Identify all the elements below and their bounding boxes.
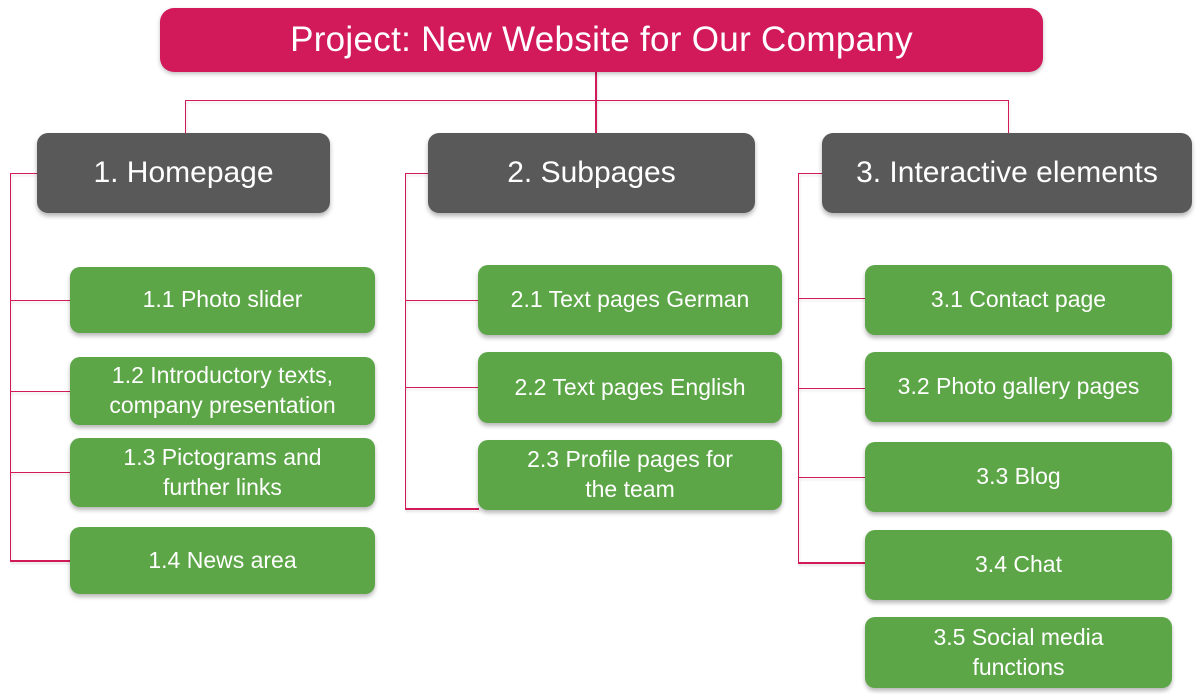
node-3-3-blog: 3.3 Blog [865, 442, 1172, 512]
node-label: 3.4 Chat [975, 551, 1062, 578]
connector-stub-2-1 [404, 299, 479, 302]
connector-stub-3-4 [797, 562, 866, 564]
node-label: 2.2 Text pages English [514, 373, 746, 400]
column-header-interactive-elements-label: 3. Interactive elements [856, 156, 1158, 189]
node-label: 3.1 Contact page [930, 286, 1107, 313]
node-label: 1.2 Introductory texts, company presenta… [109, 362, 336, 418]
connector-rail-3 [797, 172, 800, 564]
node-3-5-social-media-functions: 3.5 Social media functions [865, 617, 1172, 688]
column-header-homepage-label: 1. Homepage [93, 156, 274, 189]
node-label: 3.5 Social media functions [933, 623, 1104, 680]
connector-banner-drop [595, 72, 597, 133]
node-label: 1.4 News area [148, 546, 297, 573]
node-1-4-news-area: 1.4 News area [70, 527, 375, 594]
connector-drop-column-3 [1007, 99, 1010, 134]
connector-stub-1-1 [9, 299, 71, 302]
connector-header-stub-2 [404, 172, 429, 175]
connector-stub-3-3 [797, 476, 866, 479]
project-title-banner: Project: New Website for Our Company [160, 8, 1043, 72]
project-title-rest: : New Website for Our Company [401, 20, 913, 59]
node-2-3-profile-pages: 2.3 Profile pages for the team [478, 440, 782, 510]
connector-top-horizontal [184, 99, 1009, 102]
node-3-2-photo-gallery-pages: 3.2 Photo gallery pages [865, 352, 1172, 422]
connector-stub-1-2 [9, 390, 71, 393]
column-header-interactive-elements: 3. Interactive elements [822, 133, 1192, 213]
connector-header-stub-3 [797, 172, 823, 175]
node-1-2-introductory-texts: 1.2 Introductory texts, company presenta… [70, 357, 375, 425]
connector-drop-column-1 [184, 99, 187, 134]
connector-stub-1-4 [9, 560, 71, 562]
connector-stub-3-1 [797, 297, 866, 300]
node-3-1-contact-page: 3.1 Contact page [865, 265, 1172, 335]
project-title-underlined: Project [290, 20, 402, 59]
node-2-2-text-pages-english: 2.2 Text pages English [478, 352, 782, 423]
node-1-1-photo-slider: 1.1 Photo slider [70, 267, 375, 333]
column-header-subpages: 2. Subpages [428, 133, 755, 213]
node-2-1-text-pages-german: 2.1 Text pages German [478, 265, 782, 335]
node-label: 2.3 Profile pages for the team [527, 446, 733, 502]
connector-stub-2-3 [404, 508, 479, 510]
node-3-4-chat: 3.4 Chat [865, 530, 1172, 600]
connector-stub-1-3 [9, 471, 71, 474]
column-header-subpages-label: 2. Subpages [507, 156, 676, 189]
node-label: 2.1 Text pages German [510, 286, 750, 313]
node-label: 1.1 Photo slider [142, 286, 303, 313]
connector-stub-2-2 [404, 386, 479, 389]
node-1-3-pictograms: 1.3 Pictograms and further links [70, 438, 375, 507]
node-label: 1.3 Pictograms and further links [123, 443, 322, 500]
node-label: 3.2 Photo gallery pages [897, 373, 1140, 400]
connector-header-stub-1 [9, 172, 38, 175]
node-label: 3.3 Blog [976, 463, 1061, 490]
column-header-homepage: 1. Homepage [37, 133, 330, 213]
connector-rail-1 [9, 172, 12, 562]
connector-rail-2 [404, 172, 407, 510]
connector-stub-3-2 [797, 387, 866, 390]
